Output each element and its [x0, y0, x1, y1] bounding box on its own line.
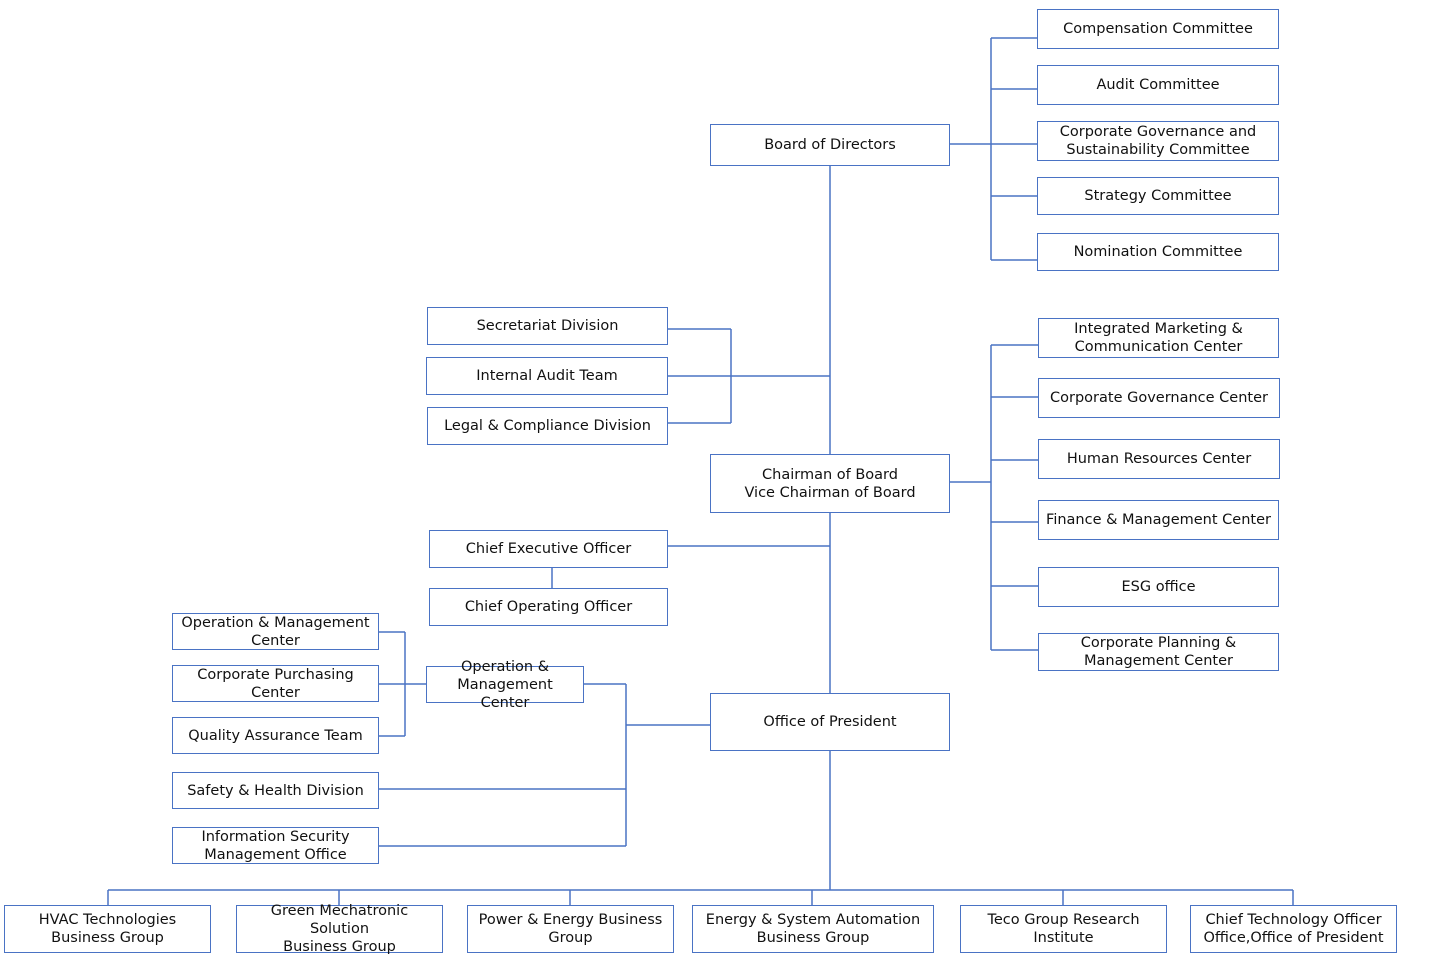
- node-chairman[interactable]: Chairman of Board Vice Chairman of Board: [710, 454, 950, 513]
- node-internal-audit-team[interactable]: Internal Audit Team: [426, 357, 668, 395]
- node-nomination-committee[interactable]: Nomination Committee: [1037, 233, 1279, 271]
- node-strategy-committee[interactable]: Strategy Committee: [1037, 177, 1279, 215]
- node-corporate-planning-center[interactable]: Corporate Planning & Management Center: [1038, 633, 1279, 671]
- node-corporate-governance-center[interactable]: Corporate Governance Center: [1038, 378, 1280, 418]
- node-finance-management-center[interactable]: Finance & Management Center: [1038, 500, 1279, 540]
- node-green-mechatronic-business-group[interactable]: Green Mechatronic Solution Business Grou…: [236, 903, 443, 955]
- node-chief-executive-officer[interactable]: Chief Executive Officer: [429, 530, 668, 568]
- node-hvac-business-group[interactable]: HVAC Technologies Business Group: [4, 905, 211, 953]
- node-board-of-directors[interactable]: Board of Directors: [710, 124, 950, 166]
- node-quality-assurance-team[interactable]: Quality Assurance Team: [172, 717, 379, 754]
- node-office-of-president[interactable]: Office of President: [710, 693, 950, 751]
- node-audit-committee[interactable]: Audit Committee: [1037, 65, 1279, 105]
- node-power-energy-business-group[interactable]: Power & Energy Business Group: [467, 905, 674, 953]
- node-operation-management-center[interactable]: Operation & Management Center: [426, 659, 584, 711]
- node-cto-office[interactable]: Chief Technology Officer Office,Office o…: [1190, 905, 1397, 953]
- node-human-resources-center[interactable]: Human Resources Center: [1038, 439, 1280, 479]
- node-cg-sustainability-committee[interactable]: Corporate Governance and Sustainability …: [1037, 121, 1279, 161]
- node-teco-research-institute[interactable]: Teco Group Research Institute: [960, 905, 1167, 953]
- node-integrated-marketing[interactable]: Integrated Marketing & Communication Cen…: [1038, 318, 1279, 358]
- node-information-security-office[interactable]: Information Security Management Office: [172, 827, 379, 864]
- node-legal-compliance-division[interactable]: Legal & Compliance Division: [427, 407, 668, 445]
- node-corporate-purchasing-center[interactable]: Corporate Purchasing Center: [172, 665, 379, 702]
- node-esg-office[interactable]: ESG office: [1038, 567, 1279, 607]
- node-safety-health-division[interactable]: Safety & Health Division: [172, 772, 379, 809]
- node-compensation-committee[interactable]: Compensation Committee: [1037, 9, 1279, 49]
- node-energy-system-automation-group[interactable]: Energy & System Automation Business Grou…: [692, 905, 934, 953]
- node-operation-management-center-sub[interactable]: Operation & Management Center: [172, 613, 379, 650]
- node-secretariat-division[interactable]: Secretariat Division: [427, 307, 668, 345]
- node-chief-operating-officer[interactable]: Chief Operating Officer: [429, 588, 668, 626]
